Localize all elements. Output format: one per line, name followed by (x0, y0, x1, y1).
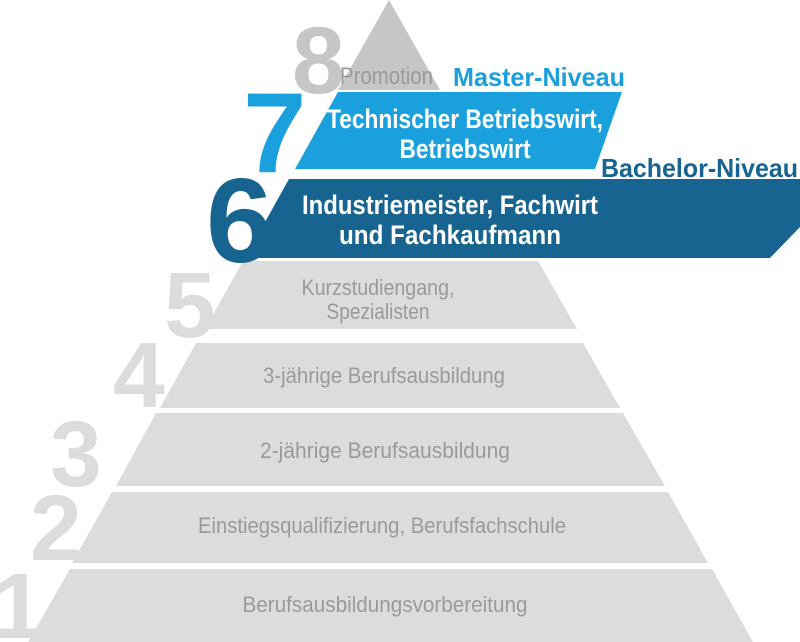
level-1-number: 1 (0, 554, 44, 642)
level-2-number: 2 (30, 476, 82, 580)
bachelor-niveau-label: Bachelor-Niveau (601, 153, 798, 183)
level-7-band (295, 92, 622, 169)
level-7-label-line2: Betriebswirt (400, 134, 531, 164)
level-4-number: 4 (113, 323, 165, 427)
level-8-label: Promotion (340, 63, 433, 90)
level-3-label: 2-jährige Berufsausbildung (260, 438, 510, 463)
level-4-label: 3-jährige Berufsausbildung (263, 363, 505, 388)
level-1-band (28, 569, 753, 642)
level-5-label-line1: Kurzstudiengang, (302, 275, 455, 300)
level-8-apex-shape (338, 0, 440, 90)
level-8-number: 8 (292, 8, 345, 114)
level-6-label-line1: Industriemeister, Fachwirt (302, 190, 598, 220)
level-1-label: Berufsausbildungsvorbereitung (243, 592, 528, 617)
master-niveau-label: Master-Niveau (453, 62, 625, 92)
level-4-band (160, 343, 620, 408)
level-6-band (245, 179, 800, 258)
level-5-label-line2: Spezialisten (327, 299, 430, 324)
level-2-label: Einstiegsqualifizierung, Berufsfachschul… (198, 513, 566, 538)
level-6-label-line2: und Fachkaufmann (339, 220, 561, 250)
level-5-number: 5 (164, 253, 216, 357)
level-5-band (205, 261, 577, 329)
level-3-number: 3 (50, 402, 102, 506)
level-7-label-line1: Technischer Betriebswirt, (327, 104, 603, 134)
level-2-band (72, 492, 708, 563)
level-3-band (116, 413, 665, 486)
level-7-number: 7 (243, 70, 306, 197)
level-6-number: 6 (206, 154, 273, 288)
